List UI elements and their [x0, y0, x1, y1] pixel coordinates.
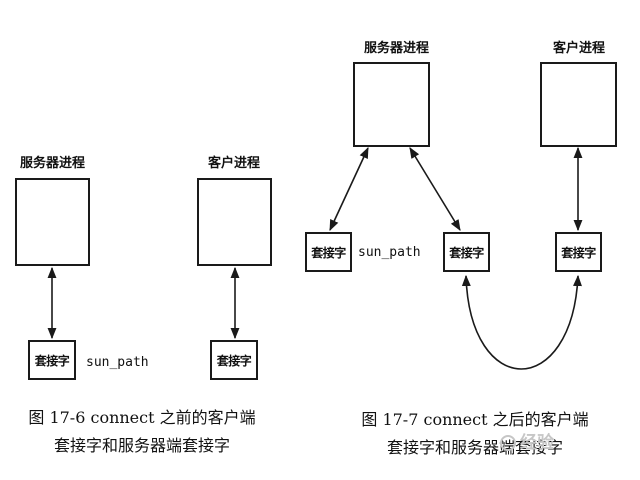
- fig-17-7-client-socket: 套接字: [555, 232, 602, 272]
- fig-17-7-listen-arrow: [329, 146, 369, 232]
- fig-17-6-server-process-box: [15, 178, 90, 266]
- watermark-text: 经验: [500, 428, 554, 453]
- fig-17-7-server-conn-socket: 套接字: [443, 232, 490, 272]
- fig-17-7-client-process-label: 客户进程: [553, 41, 606, 56]
- fig-17-7-server-conn-arrow: [409, 147, 461, 231]
- fig-17-6-sun-path-label: sun_path: [86, 355, 149, 370]
- fig-17-6-server-socket: 套接字: [28, 340, 76, 380]
- fig-17-6-client-process-label: 客户进程: [208, 156, 261, 171]
- fig-17-7-server-process-label: 服务器进程: [364, 41, 430, 56]
- fig-17-7-connection-curve: [461, 274, 582, 370]
- fig-17-6-client-socket: 套接字: [210, 340, 258, 380]
- fig-17-6-server-process-label: 服务器进程: [20, 156, 86, 171]
- fig-17-7-listen-socket: 套接字: [305, 232, 352, 272]
- fig-17-7-client-process-box: [540, 62, 617, 147]
- fig-17-6-caption-line2: 套接字和服务器端套接字: [53, 436, 230, 455]
- fig-17-7-sun-path-label: sun_path: [358, 245, 421, 260]
- fig-17-6-client-process-box: [197, 178, 272, 266]
- fig-17-7-server-process-box: [353, 62, 430, 147]
- fig-17-6-caption-line1: 图 17-6 connect 之前的客户端: [28, 408, 256, 427]
- fig-17-7-caption-line2: 套接字和服务器端套接字: [386, 438, 563, 457]
- fig-17-7-caption-line1: 图 17-7 connect 之后的客户端: [361, 410, 589, 429]
- watermark-icon: [500, 435, 516, 451]
